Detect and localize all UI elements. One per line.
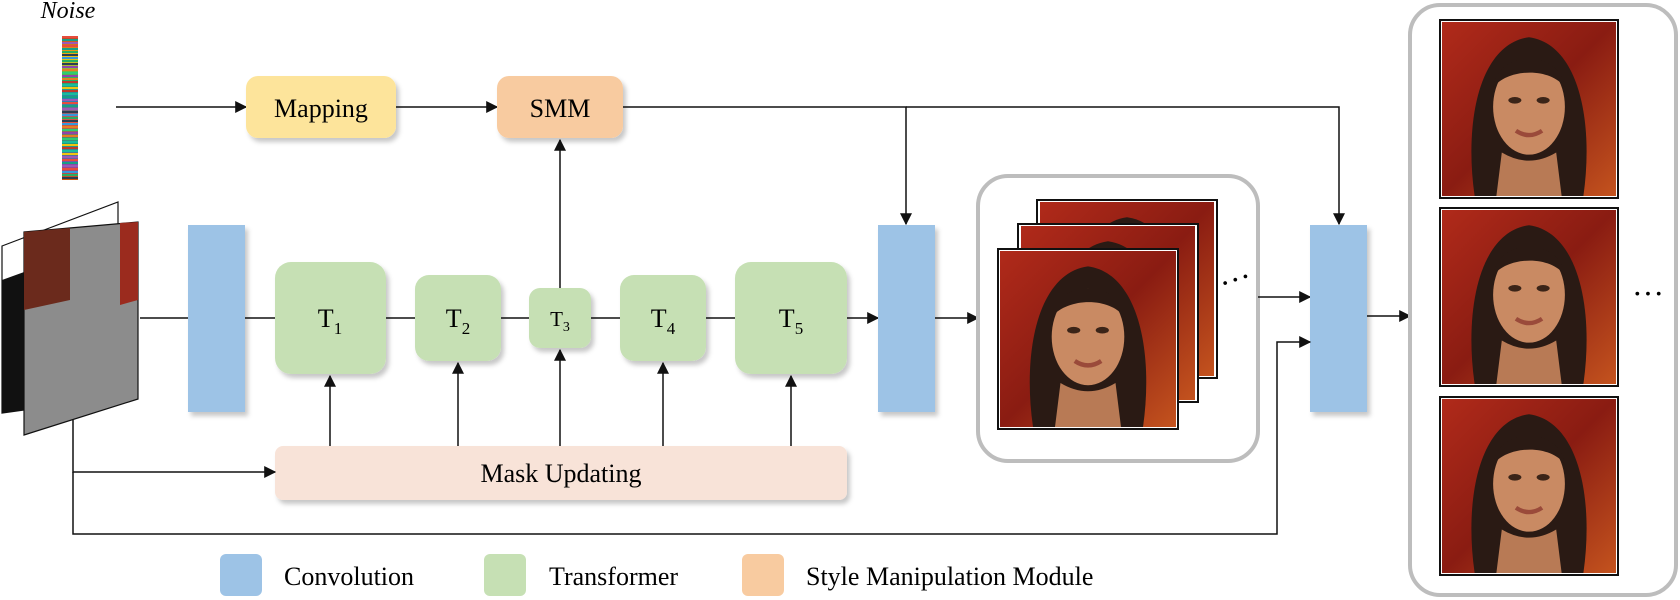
legend-label-convolution: Convolution bbox=[284, 562, 414, 591]
noise-stripe bbox=[62, 117, 78, 119]
noise-stripe bbox=[62, 36, 78, 38]
result-image-3 bbox=[1439, 396, 1619, 576]
legend-swatch-smm bbox=[742, 554, 784, 596]
noise-stripe bbox=[62, 45, 78, 47]
smm-block: SMM bbox=[497, 76, 623, 138]
result-image-2 bbox=[1439, 207, 1619, 387]
noise-stripe bbox=[62, 81, 78, 83]
mask-updating-label: Mask Updating bbox=[480, 459, 641, 488]
noise-stripe bbox=[62, 87, 78, 89]
noise-stripe bbox=[62, 69, 78, 71]
t1-letter: T bbox=[318, 304, 334, 333]
legend-swatch-transformer bbox=[484, 554, 526, 596]
arrow-smm-to-conv3 bbox=[906, 106, 1345, 226]
noise-vector bbox=[62, 36, 78, 180]
legend-label-transformer: Transformer bbox=[549, 562, 678, 591]
noise-stripe bbox=[62, 165, 78, 167]
t3-sub: 3 bbox=[563, 320, 570, 335]
transformer-block-3: T3 bbox=[529, 288, 591, 348]
t3-letter: T bbox=[550, 307, 563, 331]
noise-stripe bbox=[62, 63, 78, 65]
t1-sub: 1 bbox=[334, 319, 343, 338]
noise-stripe bbox=[62, 114, 78, 116]
smm-label: SMM bbox=[530, 94, 591, 123]
noise-stripe bbox=[62, 177, 78, 179]
legend: Convolution Transformer Style Manipulati… bbox=[220, 554, 1093, 596]
noise-stripe bbox=[62, 105, 78, 107]
noise-stripe bbox=[62, 42, 78, 44]
arrow-smm-to-conv2 bbox=[623, 106, 912, 226]
t2-sub: 2 bbox=[462, 319, 471, 338]
svg-text:T5: T5 bbox=[779, 304, 803, 338]
svg-text:T3: T3 bbox=[550, 307, 570, 335]
noise-stripe bbox=[62, 159, 78, 161]
mapping-block: Mapping bbox=[246, 76, 396, 138]
mapping-label: Mapping bbox=[274, 94, 368, 123]
noise-stripe bbox=[62, 120, 78, 122]
svg-text:T4: T4 bbox=[651, 304, 676, 338]
noise-stripe bbox=[62, 174, 78, 176]
legend-label-smm: Style Manipulation Module bbox=[806, 562, 1093, 591]
noise-stripe bbox=[62, 162, 78, 164]
noise-stripe bbox=[62, 138, 78, 140]
t5-letter: T bbox=[779, 304, 795, 333]
results-ellipsis: ··· bbox=[1632, 275, 1664, 311]
noise-stripe bbox=[62, 51, 78, 53]
convolution-block-2 bbox=[878, 225, 935, 412]
noise-stripe bbox=[62, 111, 78, 113]
noise-stripe bbox=[62, 96, 78, 98]
t4-sub: 4 bbox=[667, 319, 676, 338]
noise-stripe bbox=[62, 84, 78, 86]
noise-stripe bbox=[62, 48, 78, 50]
noise-stripe bbox=[62, 135, 78, 137]
noise-stripe bbox=[62, 93, 78, 95]
convolution-block-1 bbox=[188, 225, 245, 412]
noise-stripe bbox=[62, 90, 78, 92]
arrow-input-skip-to-conv3 bbox=[72, 336, 1312, 535]
svg-text:T1: T1 bbox=[318, 304, 342, 338]
noise-stripe bbox=[62, 129, 78, 131]
result-image-1 bbox=[1439, 19, 1619, 199]
t5-sub: 5 bbox=[795, 319, 804, 338]
noise-stripe bbox=[62, 156, 78, 158]
noise-stripe bbox=[62, 147, 78, 149]
noise-stripe bbox=[62, 57, 78, 59]
noise-stripe bbox=[62, 108, 78, 110]
noise-stripe bbox=[62, 54, 78, 56]
intermediate-output-stack bbox=[997, 199, 1218, 430]
convolution-block-3 bbox=[1310, 225, 1367, 412]
transformer-block-1: T1 bbox=[275, 262, 386, 374]
noise-stripe bbox=[62, 141, 78, 143]
noise-stripe bbox=[62, 150, 78, 152]
noise-stripe bbox=[62, 132, 78, 134]
noise-stripe bbox=[62, 60, 78, 62]
noise-stripe bbox=[62, 39, 78, 41]
noise-stripe bbox=[62, 123, 78, 125]
noise-stripe bbox=[62, 102, 78, 104]
mask-updating-block: Mask Updating bbox=[275, 446, 847, 500]
noise-label: Noise bbox=[40, 0, 96, 24]
noise-stripe bbox=[62, 78, 78, 80]
noise-stripe bbox=[62, 99, 78, 101]
noise-stripe bbox=[62, 66, 78, 68]
noise-stripe bbox=[62, 126, 78, 128]
noise-stripe bbox=[62, 171, 78, 173]
legend-swatch-convolution bbox=[220, 554, 262, 596]
noise-stripe bbox=[62, 72, 78, 74]
noise-stripe bbox=[62, 75, 78, 77]
masked-input-images bbox=[1, 201, 139, 436]
noise-stripe bbox=[62, 144, 78, 146]
transformer-block-4: T4 bbox=[620, 275, 706, 361]
t2-letter: T bbox=[446, 304, 462, 333]
svg-text:T2: T2 bbox=[446, 304, 470, 338]
transformer-block-2: T2 bbox=[415, 275, 501, 361]
noise-stripe bbox=[62, 153, 78, 155]
transformer-block-5: T5 bbox=[735, 262, 847, 374]
arrow-input-to-mask bbox=[72, 420, 277, 478]
noise-stripe bbox=[62, 168, 78, 170]
t4-letter: T bbox=[651, 304, 667, 333]
